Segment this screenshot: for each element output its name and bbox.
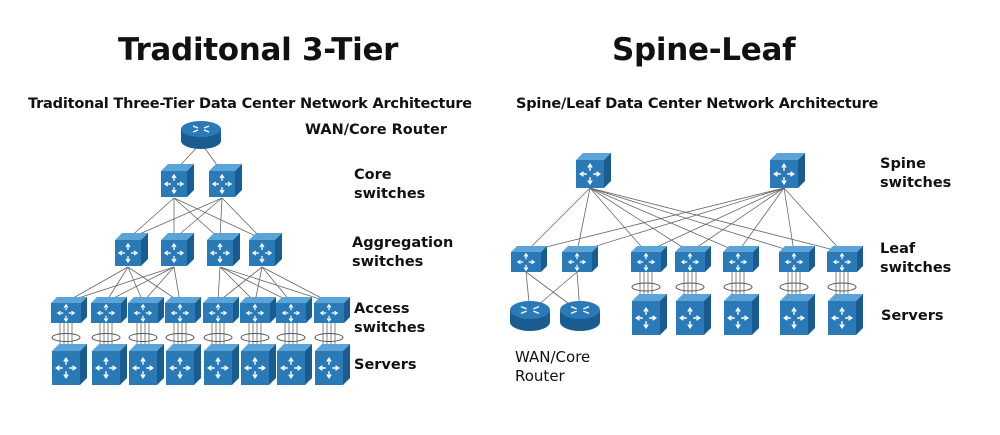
aggregation-access-link bbox=[254, 266, 263, 303]
spine-switch-icon bbox=[576, 153, 611, 188]
access-switch-icon bbox=[240, 297, 276, 323]
core-switch-icon bbox=[209, 164, 242, 197]
wan-core-router-icon bbox=[181, 121, 221, 149]
label-core-switches: Core switches bbox=[354, 167, 426, 202]
right-subtitle: Spine/Leaf Data Center Network Architect… bbox=[516, 96, 879, 112]
aggregation-access-link bbox=[219, 266, 256, 303]
label-left-servers: Servers bbox=[354, 357, 417, 373]
aggregation-switch-icon bbox=[161, 233, 194, 266]
aggregation-access-link bbox=[127, 266, 181, 303]
left-subtitle: Traditonal Three-Tier Data Center Networ… bbox=[28, 96, 472, 112]
spine-leaf-link bbox=[783, 187, 843, 253]
spine-leaf-link bbox=[589, 187, 843, 253]
label-leaf-switches: Leaf switches bbox=[880, 241, 952, 276]
label-spine-switches: Spine switches bbox=[880, 156, 952, 191]
server-icon bbox=[277, 344, 312, 385]
aggregation-access-link bbox=[105, 266, 129, 303]
aggregation-access-link bbox=[261, 266, 330, 303]
aggregation-access-link bbox=[261, 266, 292, 303]
aggregation-switch-icon bbox=[115, 233, 148, 266]
wan-core-router-icon bbox=[560, 301, 600, 331]
server-icon bbox=[676, 294, 711, 335]
server-icon bbox=[204, 344, 239, 385]
core-aggregation-link bbox=[127, 197, 223, 240]
aggregation-access-link bbox=[127, 266, 144, 303]
aggregation-access-link bbox=[217, 266, 221, 303]
access-switch-icon bbox=[51, 297, 87, 323]
label-access-switches: Access switches bbox=[354, 301, 426, 336]
server-icon bbox=[315, 344, 350, 385]
access-switch-icon bbox=[128, 297, 164, 323]
access-switch-icon bbox=[91, 297, 127, 323]
leaf-switch-icon bbox=[562, 246, 598, 272]
aggregation-access-link bbox=[173, 266, 181, 303]
access-switch-icon bbox=[314, 297, 350, 323]
leaf-switch-icon bbox=[631, 246, 667, 272]
aggregation-access-link bbox=[65, 266, 175, 303]
spine-leaf-link bbox=[689, 187, 785, 253]
aggregation-switch-icon bbox=[207, 233, 240, 266]
aggregation-switch-icon bbox=[249, 233, 282, 266]
server-icon bbox=[166, 344, 201, 385]
spine-leaf-link bbox=[783, 187, 795, 253]
server-icon bbox=[780, 294, 815, 335]
leaf-switch-icon bbox=[779, 246, 815, 272]
devices bbox=[51, 121, 863, 385]
spine-leaf-link bbox=[576, 187, 591, 253]
right-title: Spine-Leaf bbox=[612, 32, 796, 68]
server-icon bbox=[92, 344, 127, 385]
label-wan-core-router: WAN/Core Router bbox=[305, 122, 447, 138]
label-aggregation-switches: Aggregation switches bbox=[352, 235, 454, 270]
label-right-servers: Servers bbox=[881, 308, 944, 324]
left-title: Traditonal 3-Tier bbox=[118, 32, 399, 68]
core-aggregation-link bbox=[219, 197, 223, 240]
core-switch-icon bbox=[161, 164, 194, 197]
leaf-switch-icon bbox=[675, 246, 711, 272]
spine-leaf-link bbox=[589, 187, 739, 253]
spine-leaf-link bbox=[576, 187, 785, 253]
spine-leaf-link bbox=[589, 187, 647, 253]
spine-leaf-link bbox=[589, 187, 691, 253]
core-aggregation-link bbox=[173, 197, 263, 240]
server-icon bbox=[241, 344, 276, 385]
access-switch-icon bbox=[203, 297, 239, 323]
aggregation-access-link bbox=[219, 266, 330, 303]
server-icon bbox=[632, 294, 667, 335]
core-aggregation-link bbox=[127, 197, 175, 240]
aggregation-access-link bbox=[217, 266, 263, 303]
server-icon bbox=[52, 344, 87, 385]
server-icon bbox=[129, 344, 164, 385]
spine-leaf-link bbox=[645, 187, 785, 253]
access-switch-icon bbox=[276, 297, 312, 323]
core-aggregation-link bbox=[173, 197, 223, 240]
aggregation-access-link bbox=[219, 266, 292, 303]
spine-leaf-link bbox=[525, 187, 591, 253]
spine-leaf-link bbox=[737, 187, 785, 253]
spine-switch-icon bbox=[770, 153, 805, 188]
core-aggregation-link bbox=[221, 197, 263, 240]
spine-leaf-link bbox=[525, 187, 785, 253]
leaf-switch-icon bbox=[723, 246, 759, 272]
spine-leaf-link bbox=[589, 187, 795, 253]
label-right-wan-core-router: WAN/Core Router bbox=[515, 348, 591, 385]
wan-core-router-icon bbox=[510, 301, 550, 331]
leaf-switch-icon bbox=[827, 246, 863, 272]
aggregation-access-link bbox=[65, 266, 129, 303]
server-icon bbox=[724, 294, 759, 335]
aggregation-access-link bbox=[142, 266, 175, 303]
leaf-switch-icon bbox=[511, 246, 547, 272]
access-switch-icon bbox=[165, 297, 201, 323]
core-aggregation-link bbox=[173, 197, 221, 240]
server-icon bbox=[828, 294, 863, 335]
aggregation-access-link bbox=[105, 266, 175, 303]
